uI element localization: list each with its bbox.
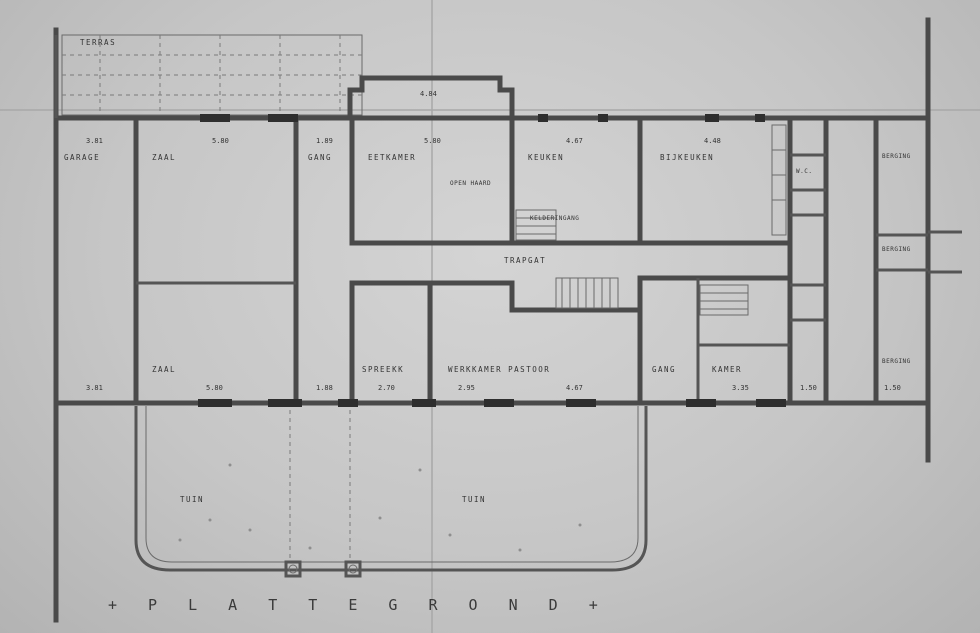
room-label-spreekk: SPREEKK <box>362 365 405 374</box>
dimension-label: 1.88 <box>316 384 333 392</box>
dimension-label: 5.80 <box>212 137 229 145</box>
room-label-open-haard: OPEN HAARD <box>450 180 492 187</box>
room-label-werkkamer: WERKKAMER PASTOOR <box>448 365 551 374</box>
dimension-label: 1.89 <box>316 137 333 145</box>
room-label-berging-1: BERGING <box>882 153 911 160</box>
bay-window <box>347 75 515 121</box>
room-label-garage: GARAGE <box>64 153 101 162</box>
room-label-kelderingang: KELDERINGANG <box>530 215 580 222</box>
garden-path <box>134 406 648 572</box>
room-label-trapgat: TRAPGAT <box>504 256 547 265</box>
dimension-label: 1.50 <box>884 384 901 392</box>
room-label-kamer: KAMER <box>712 365 743 374</box>
dimension-label: 4.67 <box>566 384 583 392</box>
room-label-zaal-top: ZAAL <box>152 153 177 162</box>
dimension-label: 3.35 <box>732 384 749 392</box>
room-label-wc: W.C. <box>796 168 813 175</box>
dimension-label: 4.84 <box>420 90 437 98</box>
dimension-label: 2.95 <box>458 384 475 392</box>
dimension-label: 4.48 <box>704 137 721 145</box>
gate-post-right <box>344 560 362 578</box>
dimension-label: 5.80 <box>424 137 441 145</box>
terras-grid <box>61 34 363 116</box>
room-label-terras: TERRAS <box>80 38 117 47</box>
garden-dots <box>178 463 582 552</box>
room-label-bijkeuken: BIJKEUKEN <box>660 153 715 162</box>
interior-walls <box>133 115 928 406</box>
entrance-steps <box>289 410 351 560</box>
room-label-berging-3: BERGING <box>882 358 911 365</box>
windows <box>198 114 786 407</box>
garden-label-right: TUIN <box>462 495 487 504</box>
room-label-berging-2: BERGING <box>882 246 911 253</box>
dimension-label: 3.81 <box>86 137 103 145</box>
dimension-label: 4.67 <box>566 137 583 145</box>
dimension-label: 3.81 <box>86 384 103 392</box>
room-label-eetkamer: EETKAMER <box>368 153 417 162</box>
garden-label-left: TUIN <box>180 495 205 504</box>
dimension-label: 5.80 <box>206 384 223 392</box>
gate-post-left <box>284 560 302 578</box>
staircase <box>515 209 749 316</box>
dimension-label: 1.50 <box>800 384 817 392</box>
room-label-zaal-bottom: ZAAL <box>152 365 177 374</box>
room-label-gang-bottom: GANG <box>652 365 677 374</box>
dimension-label: 2.70 <box>378 384 395 392</box>
room-label-keuken: KEUKEN <box>528 153 565 162</box>
plan-title: + P L A T T E G R O N D + <box>108 596 609 614</box>
room-label-gang-top: GANG <box>308 153 333 162</box>
cupboards <box>771 124 787 236</box>
